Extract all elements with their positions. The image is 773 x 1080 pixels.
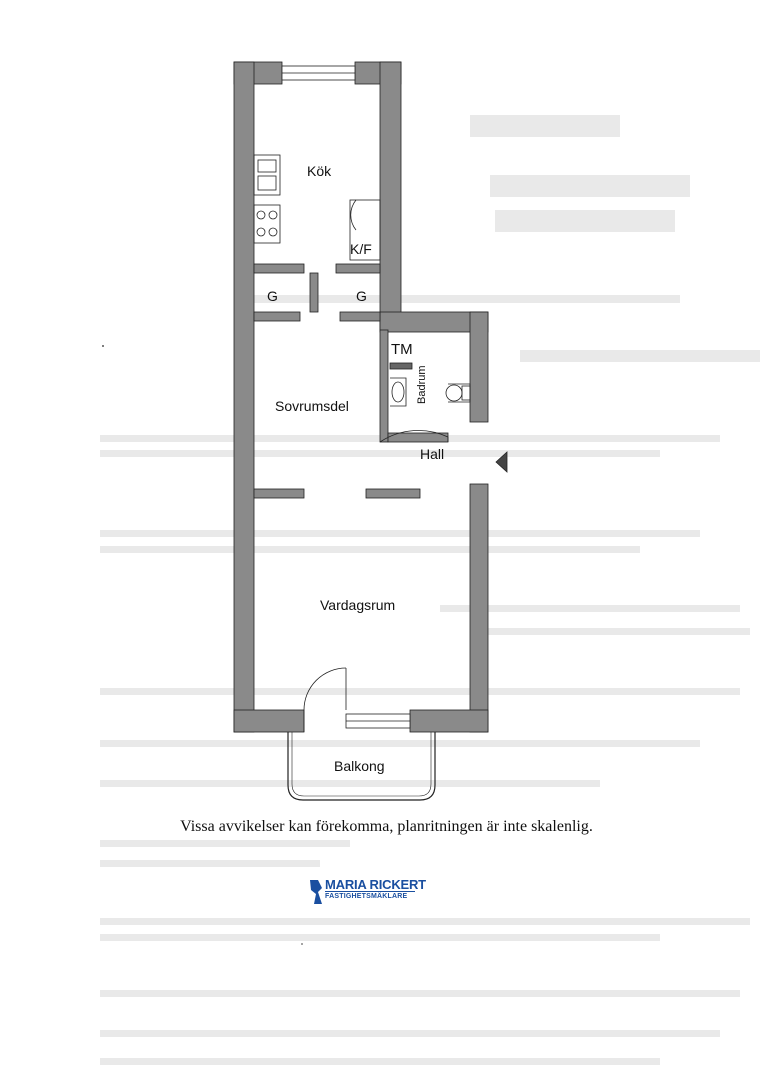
room-label-sovrumsdel: Sovrumsdel <box>275 398 349 414</box>
logo-rule <box>325 891 415 892</box>
balcony-door <box>303 667 347 732</box>
balcony-window <box>345 713 411 729</box>
entrance <box>379 430 508 473</box>
logo-mark-icon <box>310 880 322 904</box>
room-label-vardagsrum: Vardagsrum <box>320 597 396 613</box>
bathroom-fixtures <box>389 362 471 407</box>
logo-name: MARIA RICKERT <box>325 877 426 892</box>
room-label-tm: TM <box>391 341 413 358</box>
room-label-g-left: G <box>267 288 278 304</box>
room-label-kf: K/F <box>350 241 372 257</box>
kitchen-window <box>281 65 356 81</box>
room-label-hall: Hall <box>420 446 445 462</box>
room-label-balkong: Balkong <box>334 758 385 774</box>
floor-plan <box>233 61 508 801</box>
maria-rickert-logo: MARIA RICKERT FASTIGHETSMÄKLARE <box>308 876 426 910</box>
balcony-outline <box>287 732 436 801</box>
room-label-badrum: Badrum <box>416 365 428 404</box>
room-label-g-right: G <box>356 288 367 304</box>
kitchen-fittings <box>253 154 381 261</box>
logo-subtitle: FASTIGHETSMÄKLARE <box>325 893 408 900</box>
walls <box>233 61 489 733</box>
room-label-kok: Kök <box>307 163 332 179</box>
disclaimer-caption: Vissa avvikelser kan förekomma, planritn… <box>180 818 593 835</box>
